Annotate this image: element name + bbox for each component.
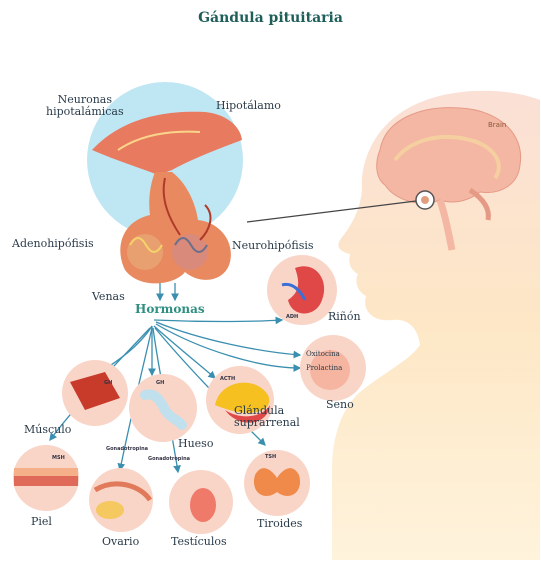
tag-prolactina: Prolactina bbox=[306, 364, 342, 372]
tag-gh-bone: GH bbox=[156, 380, 164, 386]
label-hipotalamo: Hipotálamo bbox=[216, 100, 281, 112]
label-ovario: Ovario bbox=[102, 536, 139, 548]
label-venas: Venas bbox=[92, 291, 125, 303]
ovary-circle bbox=[89, 468, 153, 532]
tag-tsh: TSH bbox=[265, 454, 276, 460]
tag-gh-muscle: GH bbox=[104, 380, 112, 386]
label-hormonas: Hormonas bbox=[135, 302, 205, 316]
label-brain: Brain bbox=[488, 121, 506, 129]
tag-acth: ACTH bbox=[220, 376, 235, 382]
label-tiroides: Tiroides bbox=[257, 518, 302, 530]
label-testiculos: Testículos bbox=[171, 536, 227, 548]
label-rinon: Riñón bbox=[328, 311, 361, 323]
tag-gonadotropina-2: Gonadotropina bbox=[148, 456, 190, 462]
label-musculo: Músculo bbox=[24, 424, 71, 436]
label-piel: Piel bbox=[31, 516, 52, 528]
label-hueso: Hueso bbox=[178, 438, 213, 450]
label-adenohipofisis: Adenohipófisis bbox=[12, 238, 94, 250]
tag-oxitocina: Oxitocina bbox=[306, 350, 340, 358]
tag-msh: MSH bbox=[52, 455, 65, 461]
label-neuronas-hipotalamicas: Neuronas hipotalámicas bbox=[46, 94, 124, 118]
tag-adh: ADH bbox=[286, 314, 298, 320]
label-glandula-suprarrenal: Glándula suprarrenal bbox=[234, 405, 300, 429]
label-seno: Seno bbox=[326, 399, 354, 411]
tag-gonadotropina-1: Gonadotropina bbox=[106, 446, 148, 452]
label-neurohipofisis: Neurohipófisis bbox=[232, 240, 314, 252]
